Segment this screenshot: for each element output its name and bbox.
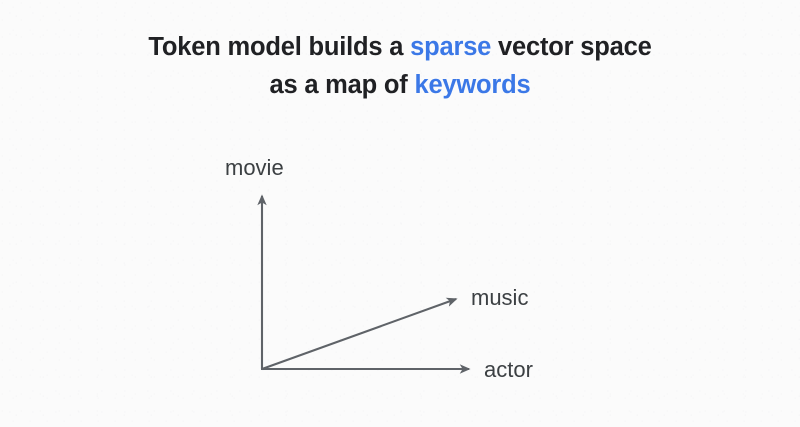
title-highlight-sparse: sparse (410, 33, 492, 61)
title-line-2-text-before: as a map of (269, 71, 415, 99)
page-title: Token model builds a sparse vector space… (0, 28, 800, 104)
axis-label-music: music (471, 285, 529, 310)
title-line-2: as a map of keywords (0, 66, 800, 104)
axis-label-movie: movie (225, 155, 284, 180)
axis-line-music (261, 297, 458, 370)
title-line-1-text-before: Token model builds a (148, 33, 411, 61)
title-line-1-text-after: vector space (491, 33, 652, 61)
title-highlight-keywords: keywords (414, 71, 531, 99)
title-line-1: Token model builds a sparse vector space (0, 28, 800, 66)
axis-label-actor: actor (484, 357, 533, 382)
